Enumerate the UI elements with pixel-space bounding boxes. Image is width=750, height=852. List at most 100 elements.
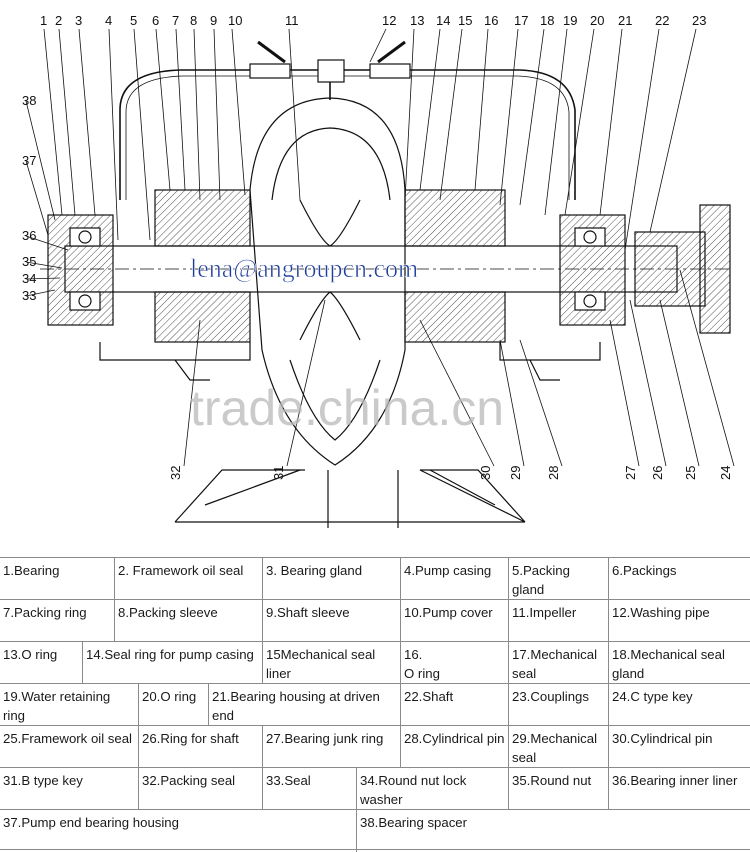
callout-number: 12 xyxy=(382,13,396,28)
callout-number: 36 xyxy=(22,228,36,243)
legend-cell: 23.Couplings xyxy=(508,684,608,726)
legend-cell: 7.Packing ring xyxy=(3,605,87,620)
callout-number: 31 xyxy=(271,466,286,480)
callout-number: 17 xyxy=(514,13,528,28)
left-casing-lower xyxy=(154,291,251,343)
site-watermark: trade.china.cn xyxy=(190,380,504,436)
legend-cell: 13.O ring xyxy=(3,647,58,662)
callout-number: 26 xyxy=(650,466,665,480)
callout-number: 15 xyxy=(458,13,472,28)
callout-leader xyxy=(659,299,700,467)
legend-cell: 6.Packings xyxy=(608,558,750,600)
legend-cell: 25.Framework oil seal xyxy=(3,731,132,746)
callout-leader xyxy=(25,160,49,236)
callout-leader xyxy=(499,339,525,467)
legend-cell: 29.Mechanical seal xyxy=(508,726,608,768)
callout-leader xyxy=(609,319,640,467)
legend-row: 37.Pump end bearing housing 38.Bearing sp… xyxy=(0,809,750,852)
callout-leader xyxy=(679,269,735,467)
left-casing-section xyxy=(154,189,251,247)
callout-leader xyxy=(474,28,489,191)
right-casing-section xyxy=(404,189,506,247)
legend-cell: 14.Seal ring for pump casing xyxy=(82,642,262,684)
callout-number: 8 xyxy=(190,13,197,28)
support-frame xyxy=(174,469,526,523)
legend-cell: 35.Round nut xyxy=(508,768,608,810)
washing-pipe-inner xyxy=(125,75,570,200)
callout-leader xyxy=(564,28,595,216)
callout-number: 24 xyxy=(718,466,733,480)
legend-cell: 37.Pump end bearing housing xyxy=(3,815,179,830)
legend-cell: 33.Seal xyxy=(262,768,356,810)
callout-leader xyxy=(499,28,519,206)
callout-number: 27 xyxy=(623,466,638,480)
volute-lower-inner xyxy=(289,359,381,441)
pipe-fitting xyxy=(369,63,411,79)
callout-leader xyxy=(58,28,76,216)
callout-leader xyxy=(439,28,463,201)
callout-leader xyxy=(175,28,186,191)
callout-number: 20 xyxy=(590,13,604,28)
legend-cell: 30.Cylindrical pin xyxy=(608,726,750,768)
legend-cell: 32.Packing seal xyxy=(138,768,262,810)
callout-leader xyxy=(544,28,568,216)
callout-number: 25 xyxy=(683,466,698,480)
legend-cell: 19.Water retaining ring xyxy=(3,689,111,723)
callout-leader xyxy=(369,28,387,63)
legend-cell: 3. Bearing gland xyxy=(262,558,400,600)
callout-leader xyxy=(25,235,69,251)
washing-pipe xyxy=(119,69,576,200)
callout-number: 34 xyxy=(22,271,36,286)
callout-number: 5 xyxy=(130,13,137,28)
callout-number: 2 xyxy=(55,13,62,28)
callout-leader xyxy=(43,28,63,216)
legend-cell: 17.Mechanical seal xyxy=(508,642,608,684)
left-bearing-lower xyxy=(69,291,101,311)
legend-cell: 11.Impeller xyxy=(508,600,608,642)
callout-leader xyxy=(519,339,563,467)
callout-leader xyxy=(288,28,301,201)
legend-cell: 31.B type key xyxy=(3,773,83,788)
legend-cell: 36.Bearing inner liner xyxy=(608,768,750,810)
coupling xyxy=(634,231,706,307)
callout-number: 6 xyxy=(152,13,159,28)
legend-cell: 38.Bearing spacer xyxy=(356,810,750,852)
callout-number: 30 xyxy=(478,466,493,480)
callout-leader xyxy=(419,319,495,467)
callout-number: 23 xyxy=(692,13,706,28)
right-bearing xyxy=(574,227,606,247)
callout-leader xyxy=(193,28,201,201)
coupling-flange xyxy=(699,204,731,334)
callout-number: 37 xyxy=(22,153,36,168)
callout-number: 29 xyxy=(508,466,523,480)
right-casing-lower xyxy=(404,291,506,343)
callout-leader xyxy=(649,28,697,233)
legend-cell: 4.Pump casing xyxy=(400,558,508,600)
right-foot xyxy=(499,342,601,381)
frame-brace xyxy=(429,469,496,506)
callout-number: 14 xyxy=(436,13,450,28)
callout-number: 3 xyxy=(75,13,82,28)
callout-leader xyxy=(231,28,246,196)
callout-number: 22 xyxy=(655,13,669,28)
callout-number: 13 xyxy=(410,13,424,28)
callout-leader xyxy=(78,28,96,216)
legend-cell: 9.Shaft sleeve xyxy=(262,600,400,642)
legend-cell: 5.Packing gland xyxy=(508,558,608,600)
legend-cell: 26.Ring for shaft xyxy=(138,726,262,768)
callout-leader xyxy=(213,28,221,201)
pipe-fitting xyxy=(249,63,291,79)
callout-number: 28 xyxy=(546,466,561,480)
callout-leader xyxy=(183,319,201,467)
callout-leader xyxy=(419,28,441,191)
legend-cell: 12.Washing pipe xyxy=(608,600,750,642)
email-watermark: lena@angroupcn.com xyxy=(190,254,418,283)
left-bearing xyxy=(69,227,101,247)
callout-leader xyxy=(519,28,545,206)
callout-leader xyxy=(25,261,63,269)
